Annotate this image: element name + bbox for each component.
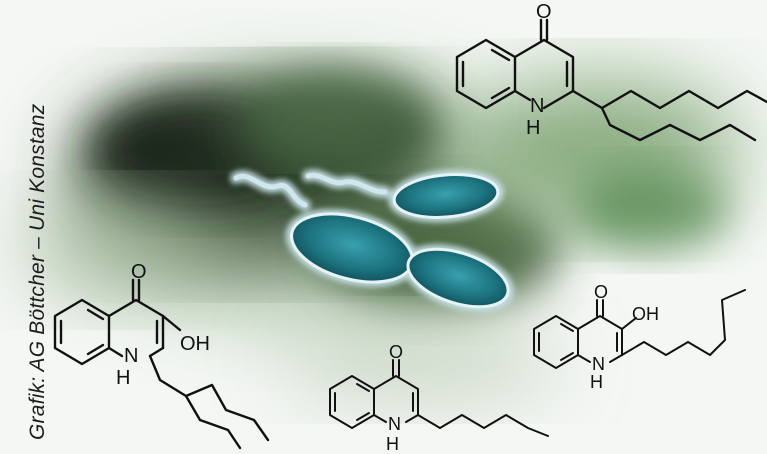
hydrogen-label: H [590, 372, 603, 392]
hydroxyl-label: OH [180, 333, 210, 355]
oxygen-label: O [389, 342, 403, 362]
molecule-bottom [329, 359, 549, 437]
oxygen-label: O [594, 282, 608, 302]
oxygen-label: O [131, 261, 147, 283]
hydrogen-label: H [116, 367, 130, 389]
molecule-right [533, 289, 746, 369]
image-credit: Grafik: AG Böttcher – Uni Konstanz [26, 103, 49, 440]
nitrogen-label: N [388, 414, 401, 434]
hydrogen-label: H [386, 434, 399, 454]
nitrogen-label: N [530, 95, 544, 117]
atom-labels: O N H O OH N H O N H O OH N H [116, 1, 659, 454]
molecule-left [53, 278, 270, 450]
molecule-top-right [455, 18, 767, 142]
oxygen-label: O [536, 1, 552, 23]
hydrogen-label: H [526, 117, 540, 139]
nitrogen-label: N [592, 354, 605, 374]
nitrogen-label: N [124, 345, 138, 367]
bacteria-cluster [230, 169, 514, 312]
hydroxyl-label: OH [632, 304, 659, 324]
